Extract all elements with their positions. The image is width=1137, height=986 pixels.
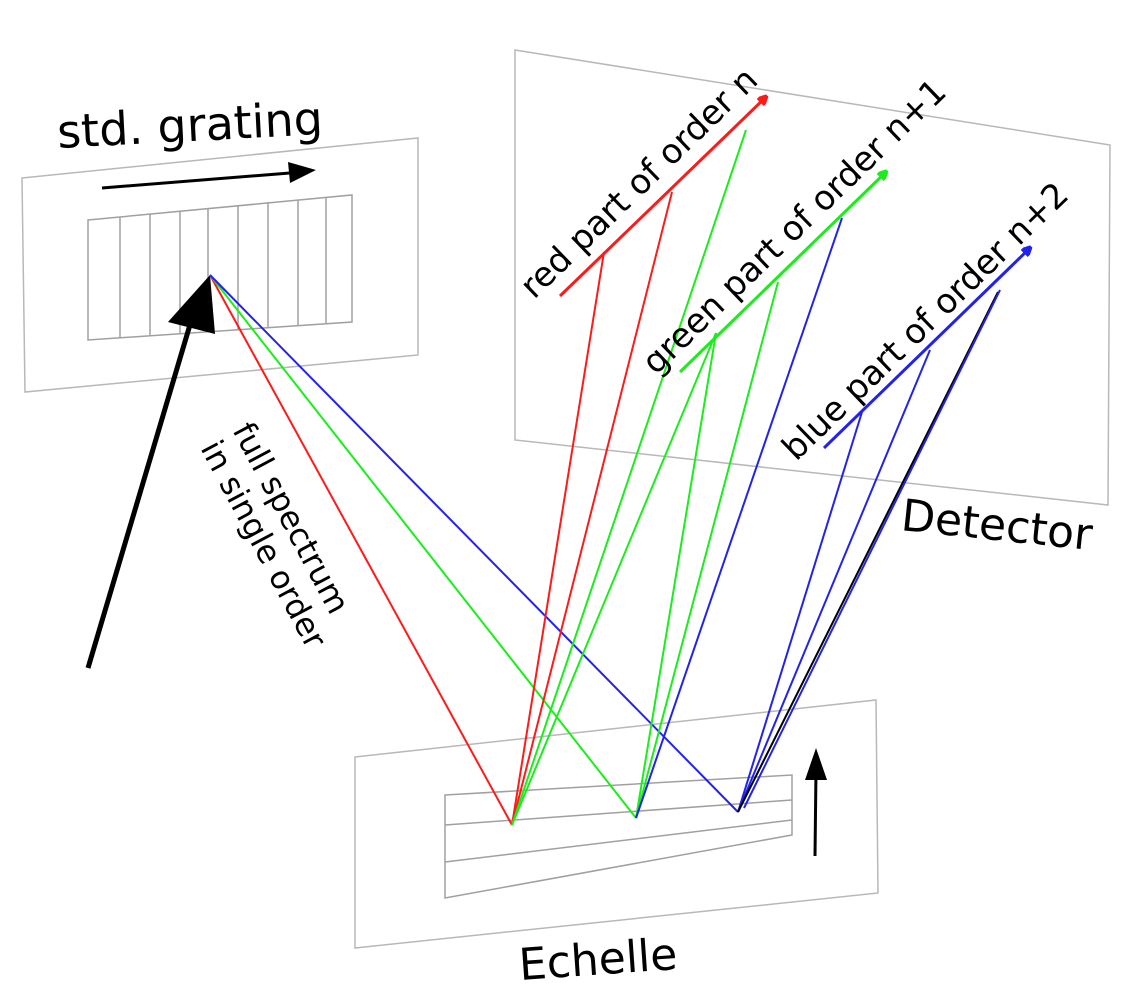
blue-order-arrow xyxy=(822,248,1030,450)
echelle-to-detector-rays xyxy=(511,129,1001,826)
green-ray-in xyxy=(209,274,637,819)
echelle-direction-arrow xyxy=(805,748,827,857)
std-grating-label: std. grating xyxy=(56,91,324,159)
blue-ray-in xyxy=(209,274,739,813)
std-grating-panel xyxy=(21,137,419,393)
grating-direction-arrow xyxy=(101,162,316,190)
echelle-label: Echelle xyxy=(517,929,679,986)
red-ray-in xyxy=(209,274,513,826)
detector-panel xyxy=(514,49,1111,506)
grating-to-echelle-rays xyxy=(209,274,739,826)
order-arrows xyxy=(558,97,1030,450)
incident-beam-arrow xyxy=(85,275,215,669)
green-order-arrow xyxy=(678,172,886,374)
echelle-panel xyxy=(354,699,879,949)
red-order-arrow xyxy=(558,97,766,298)
